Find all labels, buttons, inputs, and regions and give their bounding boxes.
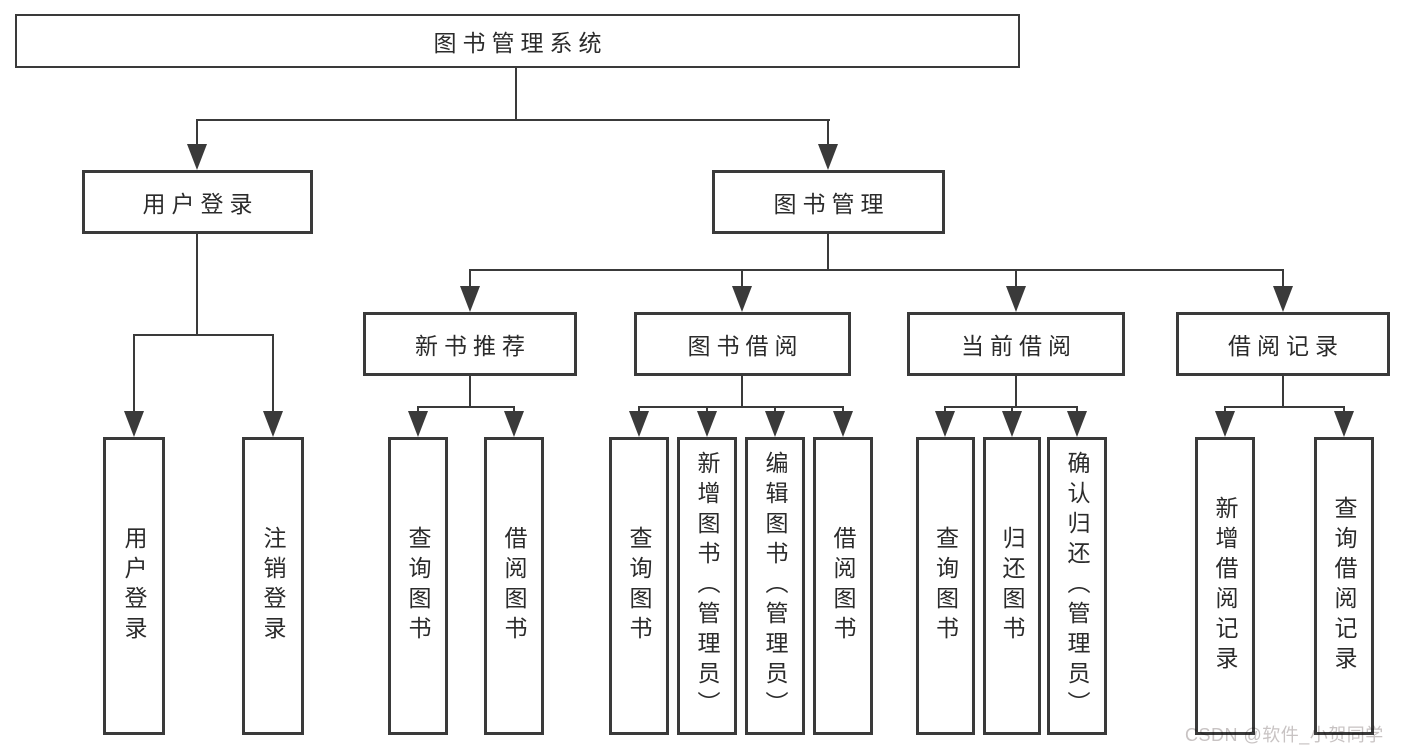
node-label: 借阅图书 [830,526,856,646]
node-book-borrow: 图书借阅 [634,312,851,376]
node-edit-books-admin: 编辑图书（管理员） [745,437,805,735]
arrowhead-down-icon [833,411,853,437]
arrowhead-down-icon [732,286,752,312]
arrowhead-down-icon [408,411,428,437]
node-label: 图书管理系统 [433,30,608,56]
node-label: 新增借阅记录 [1212,496,1238,676]
node-root: 图书管理系统 [15,14,1020,68]
connector-line [1076,406,1078,414]
connector-line [515,68,517,120]
node-label: 注销登录 [260,526,286,646]
connector-line [133,334,135,415]
node-current-borrow: 当前借阅 [907,312,1125,376]
connector-line [1282,269,1284,290]
connector-line [417,406,515,408]
connector-line [842,406,844,414]
node-logout-action: 注销登录 [242,437,304,735]
arrowhead-down-icon [818,144,838,170]
node-borrow-record: 借阅记录 [1176,312,1390,376]
node-new-book-recommend: 新书推荐 [363,312,577,376]
node-label: 查询图书 [932,526,959,646]
node-label: 用户登录 [121,526,147,646]
connector-line [774,406,776,414]
connector-line [1343,406,1345,414]
arrowhead-down-icon [1334,411,1354,437]
node-confirm-return-admin: 确认归还（管理员） [1047,437,1107,735]
node-label: 图书借阅 [687,333,804,359]
node-label: 用户登录 [142,191,259,217]
connector-line [133,334,274,336]
arrowhead-down-icon [124,411,144,437]
node-add-borrow-record: 新增借阅记录 [1195,437,1255,735]
connector-line [827,234,829,270]
connector-line [272,334,274,415]
node-query-borrow-record: 查询借阅记录 [1314,437,1374,735]
node-label: 查询借阅记录 [1331,496,1357,676]
connector-line [944,406,946,414]
arrowhead-down-icon [504,411,524,437]
node-add-books-admin: 新增图书（管理员） [677,437,737,735]
node-borrow-books-recommend: 借阅图书 [484,437,544,735]
connector-line [638,406,844,408]
connector-line [196,119,830,121]
connector-line [1015,376,1017,407]
connector-line [417,406,419,414]
node-borrow-books: 借阅图书 [813,437,873,735]
connector-line [469,269,1284,271]
node-label: 查询图书 [626,526,652,646]
arrowhead-down-icon [765,411,785,437]
connector-line [827,119,829,148]
connector-line [469,376,471,407]
node-user-login-action: 用户登录 [103,437,165,735]
node-label: 新书推荐 [415,333,531,359]
node-label: 查询图书 [405,526,431,646]
arrowhead-down-icon [1273,286,1293,312]
connector-line [1015,269,1017,290]
node-query-books-current: 查询图书 [916,437,975,735]
connector-line [638,406,640,414]
node-label: 当前借阅 [961,333,1077,359]
arrowhead-down-icon [629,411,649,437]
connector-line [1282,376,1284,407]
arrowhead-down-icon [187,144,207,170]
arrowhead-down-icon [935,411,955,437]
node-return-books: 归还图书 [983,437,1041,735]
connector-line [469,269,471,290]
connector-line [1224,406,1344,408]
node-query-books-borrow: 查询图书 [609,437,669,735]
connector-line [1011,406,1013,414]
connector-line [706,406,708,414]
arrowhead-down-icon [263,411,283,437]
node-label: 编辑图书（管理员） [762,451,788,721]
watermark: CSDN @软件_小贺同学 [1185,725,1384,745]
arrowhead-down-icon [1067,411,1087,437]
connector-line [513,406,515,414]
arrowhead-down-icon [1006,286,1026,312]
connector-line [196,119,198,148]
node-label: 新增图书（管理员） [694,451,720,721]
node-query-books-recommend: 查询图书 [388,437,448,735]
arrowhead-down-icon [460,286,480,312]
node-book-management: 图书管理 [712,170,945,234]
node-label: 借阅记录 [1228,333,1344,359]
node-label: 确认归还（管理员） [1064,451,1090,721]
arrowhead-down-icon [1002,411,1022,437]
connector-line [741,269,743,290]
node-label: 图书管理 [773,191,890,217]
connector-line [1224,406,1226,414]
node-label: 借阅图书 [501,526,527,646]
node-label: 归还图书 [999,526,1025,646]
connector-line [741,376,743,407]
arrowhead-down-icon [697,411,717,437]
node-user-login: 用户登录 [82,170,313,234]
connector-line [196,234,198,335]
arrowhead-down-icon [1215,411,1235,437]
